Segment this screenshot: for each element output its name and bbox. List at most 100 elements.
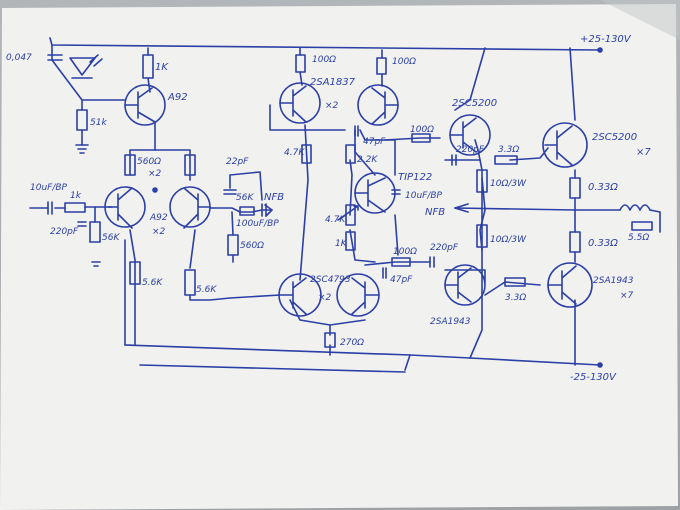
label-r-5k6-b: 5.6K xyxy=(196,285,217,295)
resistor-10-3w-b xyxy=(476,224,488,248)
labels: +25-130V -25-130V 0,047 1K A92 51k 560Ω … xyxy=(6,34,651,383)
label-c-in: 10uF/BP xyxy=(30,183,68,193)
label-r-1k-vbe: 1K xyxy=(335,239,348,249)
resistor-1k-vbe xyxy=(345,231,356,251)
resistor-100-mid xyxy=(391,257,411,267)
label-c-100uf: 100uF/BP xyxy=(236,219,279,229)
label-r-10-3w-b: 10Ω/3W xyxy=(490,235,527,245)
resistor-560-fb xyxy=(227,234,239,256)
label-x2-a: ×2 xyxy=(148,169,162,179)
nfb-arrow-icon-left xyxy=(264,204,273,217)
capacitor-10uf-bp xyxy=(391,189,401,195)
capacitor-0047 xyxy=(47,54,63,61)
label-r-47k: 4.7K xyxy=(284,148,305,158)
resistors xyxy=(64,54,653,348)
transistor-a92-diff-left xyxy=(104,186,146,229)
label-r-56k-in: 56K xyxy=(102,233,120,243)
label-r-100-mid: 100Ω xyxy=(393,247,417,257)
resistor-5k6-b xyxy=(184,269,196,296)
capacitors xyxy=(47,54,457,279)
label-x2-b: ×2 xyxy=(152,227,166,237)
label-c-47pf-a: 47pF xyxy=(363,137,386,147)
label-c-004: 0,047 xyxy=(6,53,32,63)
label-r-56k-nfb: 56K xyxy=(236,193,254,203)
label-q-2sa1943: 2SA1943 xyxy=(430,317,471,327)
capacitor-220pf-drv xyxy=(451,154,457,166)
label-r-100-top: 100Ω xyxy=(312,55,336,65)
rail-negative-label: -25-130V xyxy=(570,372,617,383)
label-q-a92-diff: A92 xyxy=(149,213,168,223)
transistor-tip122 xyxy=(354,172,396,214)
potentiometer-4k7 xyxy=(345,204,356,226)
led-icon xyxy=(69,54,103,79)
transistor-2sc4793-right xyxy=(336,273,380,317)
terminal-positive xyxy=(597,47,603,53)
label-nfb-2: NFB xyxy=(425,207,445,218)
label-r-100-drv: 100Ω xyxy=(410,125,434,135)
transistor-a92-ccs xyxy=(124,84,166,126)
resistor-560-b xyxy=(184,154,196,176)
resistor-51k xyxy=(76,109,88,131)
label-nfb-1: NFB xyxy=(264,192,284,203)
label-c-22pf: 22pF xyxy=(226,157,249,167)
label-r-1k-top: 1K xyxy=(155,62,169,73)
label-r-1k-in: 1k xyxy=(70,191,82,201)
label-q-2sa1837: 2SA1837 xyxy=(310,77,356,88)
label-x7-b: ×7 xyxy=(620,291,634,301)
misc-symbols xyxy=(69,47,651,368)
transistor-a92-diff-right xyxy=(169,186,211,229)
label-c-220pf-mid: 220pF xyxy=(430,243,459,253)
label-r-3r3-a: 3.3Ω xyxy=(498,145,519,155)
label-r-033-a: 0.33Ω xyxy=(588,182,618,193)
paper-sheet xyxy=(0,4,678,510)
rail-positive-label: +25-130V xyxy=(580,34,632,45)
resistor-3r3-a xyxy=(494,155,518,165)
label-r-560-fb: 560Ω xyxy=(240,241,264,251)
label-r-51k: 51k xyxy=(90,118,107,128)
label-r-270: 270Ω xyxy=(340,338,364,348)
resistor-270 xyxy=(324,332,336,348)
label-c-10uf-bp: 10uF/BP xyxy=(405,191,443,201)
transistor-2sa1943-driver xyxy=(444,264,486,306)
capacitor-220pf-in xyxy=(77,221,87,227)
label-r-100-top2: 100Ω xyxy=(392,57,416,67)
capacitor-22pf xyxy=(223,189,237,195)
resistor-2k2 xyxy=(345,144,356,164)
resistor-033-a xyxy=(569,177,581,199)
junction-dot xyxy=(152,187,158,193)
resistor-560-a xyxy=(124,154,136,176)
nfb-arrow-icon xyxy=(454,203,469,213)
resistor-5k6-a xyxy=(129,261,141,285)
capacitor-47pf-a xyxy=(354,125,359,137)
transistor-2sc5200-output xyxy=(542,122,588,168)
terminal-negative xyxy=(597,362,603,368)
resistor-4k7 xyxy=(301,144,312,164)
label-pot-4k7: 4.7K xyxy=(325,215,346,225)
label-q-2sc5200-drv: 2SC5200 xyxy=(452,98,497,109)
resistor-56k-in xyxy=(89,221,101,243)
label-x7-a: ×7 xyxy=(636,147,651,158)
label-x2-c: ×2 xyxy=(325,101,339,111)
transistor-2sa1837-right xyxy=(357,84,399,126)
capacitor-220pf-mid xyxy=(429,256,435,268)
label-c-47pf-b: 47pF xyxy=(390,275,413,285)
transistor-2sa1837-left xyxy=(279,82,321,124)
wires xyxy=(29,37,661,373)
resistor-10-3w-a xyxy=(476,169,488,193)
label-r-3r3-b: 3.3Ω xyxy=(505,293,526,303)
capacitor-10uf-in xyxy=(47,201,53,215)
label-q-2sa1943-out: 2SA1943 xyxy=(593,276,634,286)
label-c-220pf-in: 220pF xyxy=(50,227,79,237)
ground-icon-input xyxy=(91,261,101,267)
label-c-220pf-drv: 220pF xyxy=(456,145,485,155)
label-r-033-b: 0.33Ω xyxy=(588,238,618,249)
resistor-033-b xyxy=(569,231,581,253)
resistor-100-top2 xyxy=(376,57,387,75)
label-q-2sc4793: 2SC4793 xyxy=(310,275,351,285)
inductor-coil-icon xyxy=(619,204,651,211)
transistors xyxy=(104,82,593,317)
resistor-56k-nfb xyxy=(239,206,255,216)
label-r-560-x2: 560Ω xyxy=(137,157,161,167)
transistor-2sc5200-driver xyxy=(449,114,491,156)
